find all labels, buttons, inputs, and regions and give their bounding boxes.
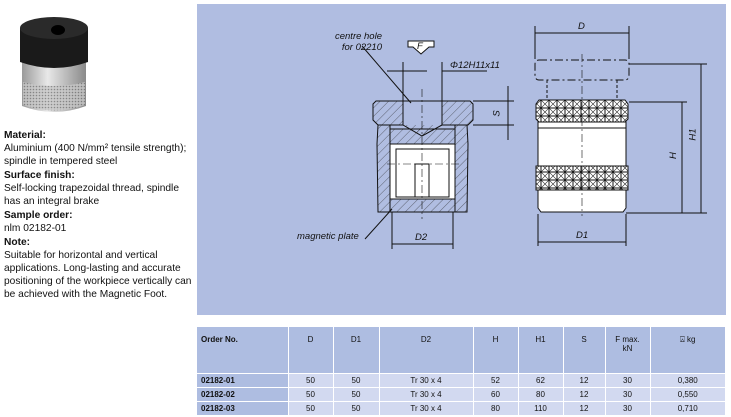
cell-weight: 0,550 <box>650 387 726 402</box>
finish-text: Self-locking trapezoidal thread, spindle… <box>4 183 179 207</box>
col-h: H <box>473 327 519 374</box>
cell-order-no: 02182-03 <box>197 401 289 416</box>
cell-s: 12 <box>563 373 606 388</box>
product-photo <box>14 10 94 118</box>
force-label: F <box>417 41 423 52</box>
d2-label: D2 <box>415 232 428 243</box>
cell-h1: 80 <box>518 387 564 402</box>
cell-h1: 110 <box>518 401 564 416</box>
cell-h: 60 <box>473 387 519 402</box>
finish-heading: Surface finish: <box>4 170 75 181</box>
cell-d: 50 <box>288 401 334 416</box>
material-text: Aluminium (400 N/mm² tensile strength); … <box>4 143 187 167</box>
col-order-no: Order No. <box>197 327 289 374</box>
cell-fmax: 30 <box>605 387 651 402</box>
col-d: D <box>288 327 334 374</box>
cell-d: 50 <box>288 373 334 388</box>
material-heading: Material: <box>4 130 46 141</box>
product-description: Material: Aluminium (400 N/mm² tensile s… <box>4 128 194 301</box>
cell-d1: 50 <box>333 401 380 416</box>
table-row: 02182-03 50 50 Tr 30 x 4 80 110 12 30 0,… <box>197 401 726 416</box>
cell-h1: 62 <box>518 373 564 388</box>
fmax-text: F max. kN <box>615 335 640 353</box>
table-row: 02182-02 50 50 Tr 30 x 4 60 80 12 30 0,5… <box>197 387 726 402</box>
cell-fmax: 30 <box>605 373 651 388</box>
cell-d2: Tr 30 x 4 <box>379 401 474 416</box>
col-weight: ⍓ kg <box>650 327 726 374</box>
sample-text: nlm 02182-01 <box>4 223 67 234</box>
cell-s: 12 <box>563 401 606 416</box>
cell-weight: 0,710 <box>650 401 726 416</box>
col-d1: D1 <box>333 327 380 374</box>
col-s: S <box>563 327 606 374</box>
cell-d1: 50 <box>333 387 380 402</box>
table-row: 02182-01 50 50 Tr 30 x 4 52 62 12 30 0,3… <box>197 373 726 388</box>
col-h1: H1 <box>518 327 564 374</box>
section-view <box>361 40 514 249</box>
sample-heading: Sample order: <box>4 210 73 221</box>
cell-d2: Tr 30 x 4 <box>379 373 474 388</box>
cell-s: 12 <box>563 387 606 402</box>
cell-order-no: 02182-01 <box>197 373 289 388</box>
note-heading: Note: <box>4 237 31 248</box>
col-fmax: F max. kN <box>605 327 651 374</box>
cell-h: 52 <box>473 373 519 388</box>
dimensions-table: Order No. D D1 D2 H H1 S F max. kN ⍓ kg … <box>197 327 726 416</box>
cell-order-no: 02182-02 <box>197 387 289 402</box>
technical-drawing: centre hole for 02210 F Φ12H11x11 S magn… <box>197 4 726 315</box>
h-label: H <box>667 152 679 159</box>
centre-hole-for-text: for 02210 <box>341 42 382 53</box>
cell-h: 80 <box>473 401 519 416</box>
table-header: Order No. D D1 D2 H H1 S F max. kN ⍓ kg <box>197 327 726 374</box>
s-dimension-label: S <box>491 110 503 117</box>
col-d2: D2 <box>379 327 474 374</box>
magnetic-plate-label: magnetic plate <box>297 231 359 242</box>
cell-d: 50 <box>288 387 334 402</box>
cell-d1: 50 <box>333 373 380 388</box>
cell-d2: Tr 30 x 4 <box>379 387 474 402</box>
cell-fmax: 30 <box>605 401 651 416</box>
hole-dimension-label: Φ12H11x11 <box>450 60 500 71</box>
d1-label: D1 <box>576 230 589 241</box>
weight-text: kg <box>687 335 696 344</box>
note-text: Suitable for horizontal and vertical app… <box>4 250 192 300</box>
h1-label: H1 <box>687 128 699 141</box>
cell-weight: 0,380 <box>650 373 726 388</box>
d-label: D <box>578 21 585 32</box>
side-view <box>534 26 707 246</box>
centre-hole-label: centre hole for 02210 <box>310 31 382 53</box>
centre-hole-text: centre hole <box>334 31 382 42</box>
weight-icon: ⍓ <box>680 335 685 344</box>
